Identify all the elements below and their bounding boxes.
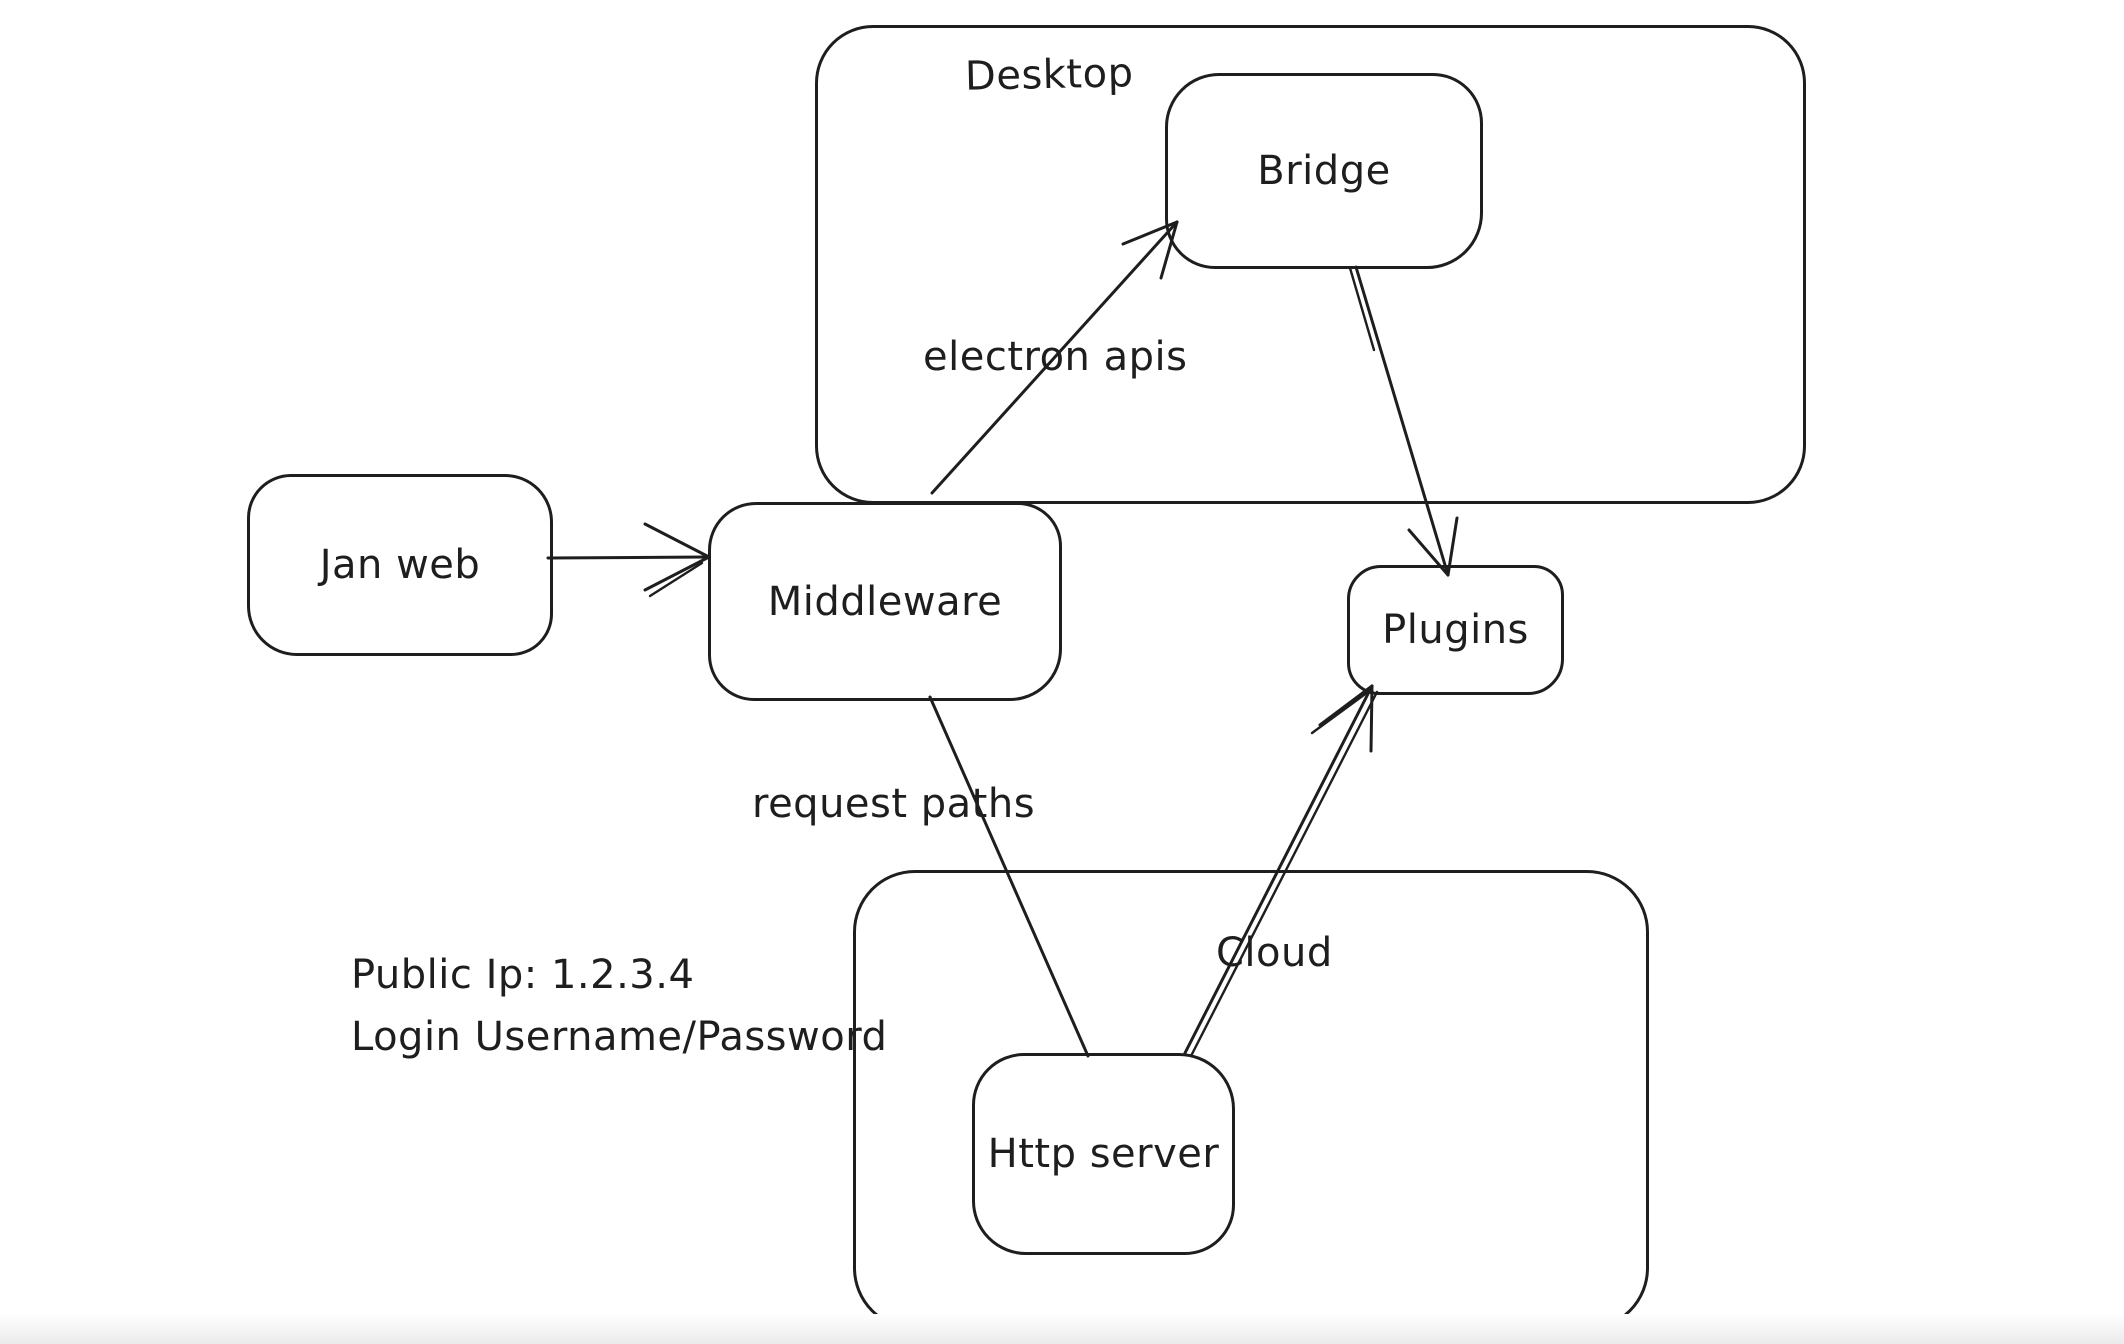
note-login: Login Username/Password (351, 1014, 888, 1060)
note-public-ip: Public Ip: 1.2.3.4 (351, 952, 695, 998)
node-bridge[interactable]: Bridge (1165, 73, 1483, 269)
node-plugins-label: Plugins (1382, 607, 1529, 653)
container-cloud-label: Cloud (1216, 930, 1333, 976)
edge-label-request-paths: request paths (752, 781, 1036, 827)
edge-label-electron-apis: electron apis (923, 334, 1188, 380)
node-bridge-label: Bridge (1257, 148, 1391, 194)
node-middleware-label: Middleware (767, 578, 1003, 625)
node-middleware[interactable]: Middleware (708, 502, 1062, 701)
node-jan-web[interactable]: Jan web (247, 474, 553, 656)
node-plugins[interactable]: Plugins (1347, 565, 1564, 695)
container-desktop-label: Desktop (964, 50, 1134, 100)
node-http-server[interactable]: Http server (972, 1053, 1235, 1255)
node-http-server-label: Http server (987, 1131, 1220, 1177)
container-desktop[interactable] (815, 25, 1806, 504)
canvas-bottom-edge (0, 1314, 2124, 1344)
node-jan-web-label: Jan web (319, 542, 481, 588)
edge-jan-web-to-middleware[interactable] (546, 522, 711, 598)
